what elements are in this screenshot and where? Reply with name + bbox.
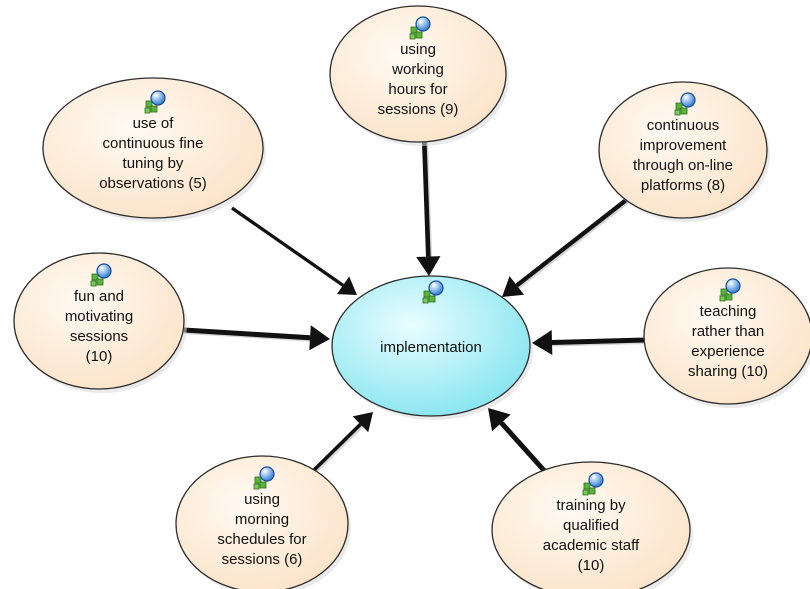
- node-label-line: using: [244, 491, 280, 508]
- edge-online-platforms: [502, 195, 634, 297]
- edge-line: [551, 337, 647, 345]
- node-qualified-staff[interactable]: training by qualified academic staff (10): [491, 461, 693, 589]
- network-globe-icon: [719, 278, 741, 302]
- network-globe-icon: [674, 92, 696, 116]
- node-label-line: schedules for: [217, 531, 306, 548]
- node-ellipse: [42, 77, 264, 219]
- node-label-line: morning: [235, 511, 289, 528]
- node-label-line: implementation: [380, 339, 482, 356]
- center-node-implementation[interactable]: implementation: [331, 275, 533, 420]
- node-label-line: teaching: [700, 303, 757, 320]
- node-ellipse: [643, 267, 810, 405]
- node-label-line: platforms (8): [641, 177, 725, 194]
- edge-working-hours: [416, 132, 441, 276]
- node-ellipse: [331, 275, 531, 417]
- node-label-line: sessions (6): [222, 551, 303, 568]
- node-label-line: training by: [556, 497, 626, 514]
- edge-line: [183, 327, 311, 341]
- node-label-line: observations (5): [99, 175, 207, 192]
- edge-continuous-fine-tuning: [231, 206, 357, 295]
- network-globe-icon: [90, 263, 112, 287]
- edge-line: [231, 206, 344, 287]
- edge-line: [421, 132, 431, 257]
- node-label-line: experience: [691, 343, 764, 360]
- network-globe-icon: [144, 90, 166, 114]
- edge-morning-schedules: [310, 412, 373, 476]
- edge-line: [515, 195, 632, 288]
- arrowhead: [502, 276, 525, 297]
- node-label-line: continuous fine: [103, 135, 204, 152]
- node-label-line: improvement: [640, 137, 728, 154]
- node-ellipse: [13, 252, 185, 390]
- arrowhead: [488, 408, 511, 432]
- edge-qualified-staff: [488, 408, 553, 480]
- arrowhead: [416, 256, 441, 276]
- node-ellipse: [598, 81, 768, 219]
- node-continuous-fine-tuning[interactable]: use of continuous fine tuning by observatio…: [42, 77, 266, 222]
- arrowhead: [336, 276, 357, 295]
- node-label-line: continuous: [647, 117, 720, 134]
- node-ellipse: [329, 5, 507, 143]
- arrowhead: [352, 412, 373, 433]
- network-globe-icon: [422, 280, 444, 304]
- arrowhead: [532, 329, 553, 355]
- edge-shadow: [311, 424, 364, 476]
- network-globe-icon: [409, 16, 431, 40]
- node-working-hours[interactable]: using working hours for sessions (9): [329, 5, 509, 146]
- node-ellipse: [491, 461, 691, 589]
- node-label-line: rather than: [692, 323, 765, 340]
- nodes-layer: implementation using working hours for sessi…: [13, 5, 810, 589]
- node-ellipse: [175, 455, 349, 589]
- edge-teaching-vs-sharing: [532, 329, 650, 355]
- network-globe-icon: [582, 472, 604, 496]
- node-label-line: qualified: [563, 517, 619, 534]
- node-online-platforms[interactable]: continuous improvement through on-line plat…: [598, 81, 770, 222]
- node-label-line: sessions: [70, 328, 128, 345]
- node-fun-motivating[interactable]: fun and motivating sessions (10): [13, 252, 187, 393]
- node-label-line: sessions (9): [378, 101, 459, 118]
- node-teaching-vs-sharing[interactable]: teaching rather than experience sharing (10…: [643, 267, 810, 408]
- edges-layer: [183, 132, 650, 480]
- node-label-line: fun and: [74, 288, 124, 305]
- arrowhead: [309, 325, 330, 351]
- node-label-line: using: [400, 41, 436, 58]
- node-label-line: motivating: [65, 308, 133, 325]
- node-label-line: (10): [86, 348, 113, 365]
- node-label-line: academic staff: [543, 537, 640, 554]
- node-label-line: sharing (10): [688, 363, 768, 380]
- node-label-line: tuning by: [123, 155, 184, 172]
- edge-fun-motivating: [183, 325, 330, 351]
- edge-line: [499, 421, 551, 478]
- node-label-line: use of: [133, 115, 175, 132]
- node-label-line: hours for: [388, 81, 447, 98]
- node-label-line: through on-line: [633, 157, 733, 174]
- edge-line: [310, 423, 362, 474]
- node-morning-schedules[interactable]: using morning schedules for sessions (6): [175, 455, 351, 589]
- network-globe-icon: [253, 466, 275, 490]
- node-label-line: working: [391, 61, 444, 78]
- node-label-line: (10): [578, 557, 605, 574]
